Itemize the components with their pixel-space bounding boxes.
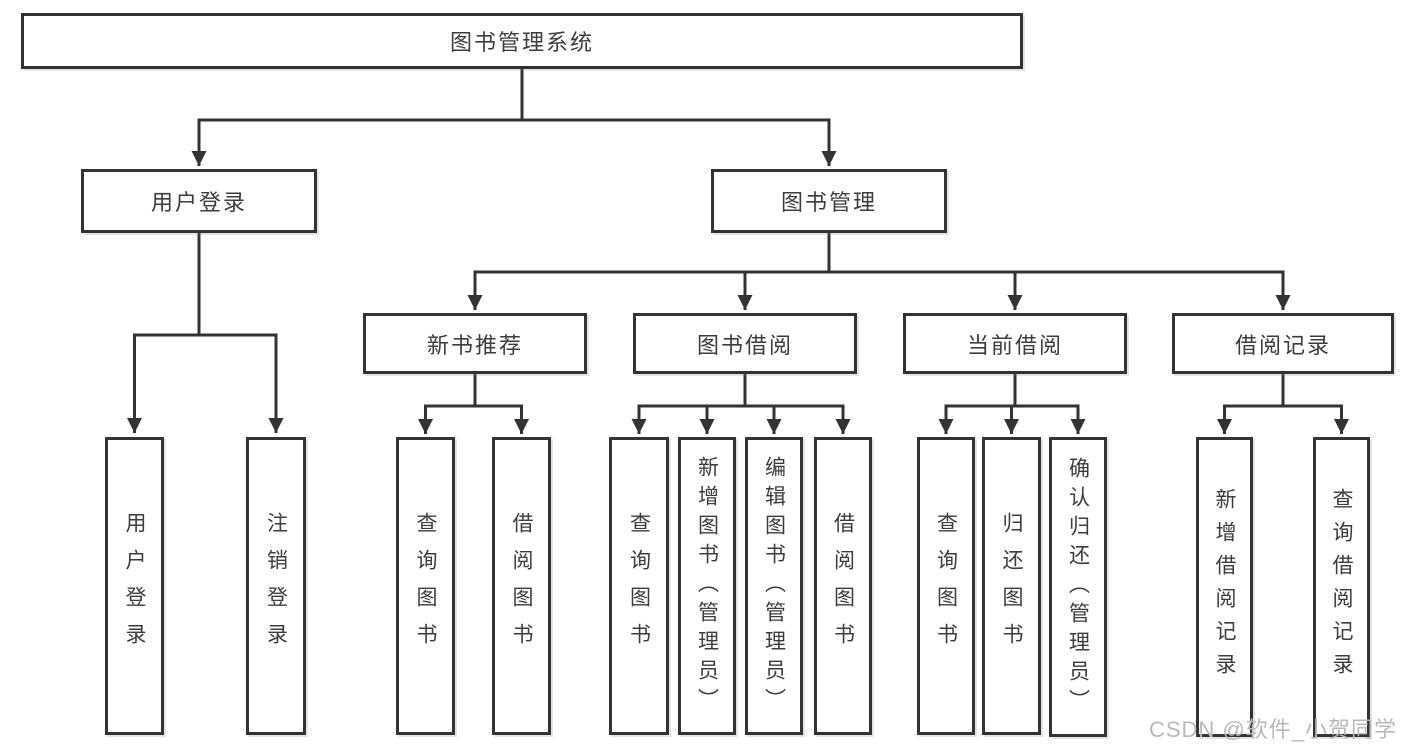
node-bb-edit-book: 编辑图书（管理员） <box>745 437 803 735</box>
node-user-login: 用户登录 <box>81 169 317 233</box>
node-leaf-user-login: 用户登录 <box>105 437 164 735</box>
node-current-borrow: 当前借阅 <box>903 313 1127 374</box>
edge-userlogin-trunk <box>133 233 278 337</box>
node-root: 图书管理系统 <box>21 13 1023 69</box>
node-cb-return-book: 归还图书 <box>982 437 1041 735</box>
node-bb-add-book: 新增图书（管理员） <box>678 437 736 735</box>
node-rec-query-book: 查询图书 <box>396 437 455 735</box>
node-leaf-logout: 注销登录 <box>246 437 306 735</box>
node-cb-confirm-return: 确认归还（管理员） <box>1049 437 1107 737</box>
edge-root-trunk <box>197 69 831 122</box>
edge-borrowrecords-trunk <box>1223 374 1343 408</box>
csdn-watermark: CSDN @软件_小贺同学 <box>1148 717 1397 742</box>
node-book-mgmt: 图书管理 <box>711 169 947 233</box>
node-br-add-record: 新增借阅记录 <box>1196 437 1253 737</box>
node-br-query-record: 查询借阅记录 <box>1313 437 1370 737</box>
node-bb-query-book: 查询图书 <box>609 437 669 735</box>
edge-bookmgmt-trunk <box>473 233 1285 274</box>
node-bb-borrow-book: 借阅图书 <box>814 437 872 735</box>
node-borrow-records: 借阅记录 <box>1172 313 1394 374</box>
node-rec-borrow-book: 借阅图书 <box>492 437 551 735</box>
node-cb-query-book: 查询图书 <box>917 437 975 735</box>
edge-currentborrow-trunk <box>944 374 1080 408</box>
edge-newbookrec-trunk <box>424 374 523 408</box>
edge-bookborrow-trunk <box>637 374 845 408</box>
node-book-borrow: 图书借阅 <box>633 313 857 374</box>
node-new-book-rec: 新书推荐 <box>363 313 587 374</box>
